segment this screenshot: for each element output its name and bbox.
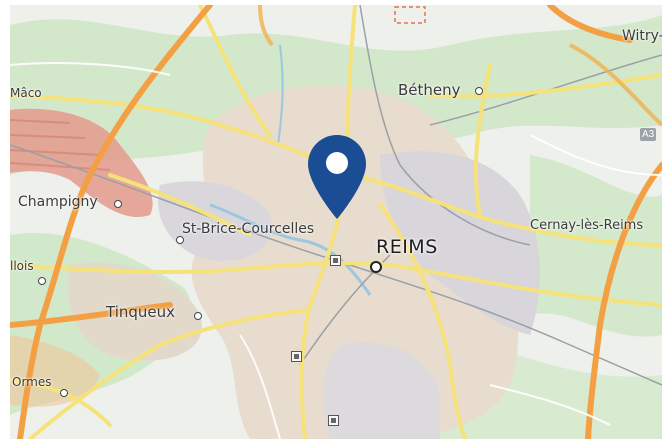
place-label-champigny: Champigny (18, 194, 98, 210)
place-dot-llois (38, 277, 46, 285)
place-dot-champigny (114, 200, 122, 208)
station-icon (330, 255, 341, 266)
place-dot-st-brice (176, 236, 184, 244)
map-view[interactable]: Witry- Mâco Bétheny Champigny St-Brice-C… (10, 5, 662, 439)
station-icon (328, 415, 339, 426)
road-shield-a3: A3 (640, 128, 657, 141)
place-label-tinqueux: Tinqueux (106, 303, 176, 321)
place-label-maco: Mâco (10, 86, 42, 100)
place-label-st-brice-courcelles: St-Brice-Courcelles (182, 221, 315, 237)
place-dot-ormes (60, 389, 68, 397)
map-pin-icon[interactable] (306, 133, 368, 221)
place-dot-reims (370, 261, 382, 273)
place-label-betheny: Bétheny (398, 81, 461, 99)
place-label-witry: Witry- (622, 28, 662, 44)
place-label-reims: REIMS (376, 236, 438, 258)
place-label-cernay-les-reims: Cernay-lès-Reims (530, 218, 644, 233)
place-dot-betheny (475, 87, 483, 95)
map-base-layer (10, 5, 662, 439)
place-label-ormes: Ormes (12, 375, 52, 389)
station-icon (291, 351, 302, 362)
place-label-llois: llois (10, 259, 34, 273)
place-dot-tinqueux (194, 312, 202, 320)
